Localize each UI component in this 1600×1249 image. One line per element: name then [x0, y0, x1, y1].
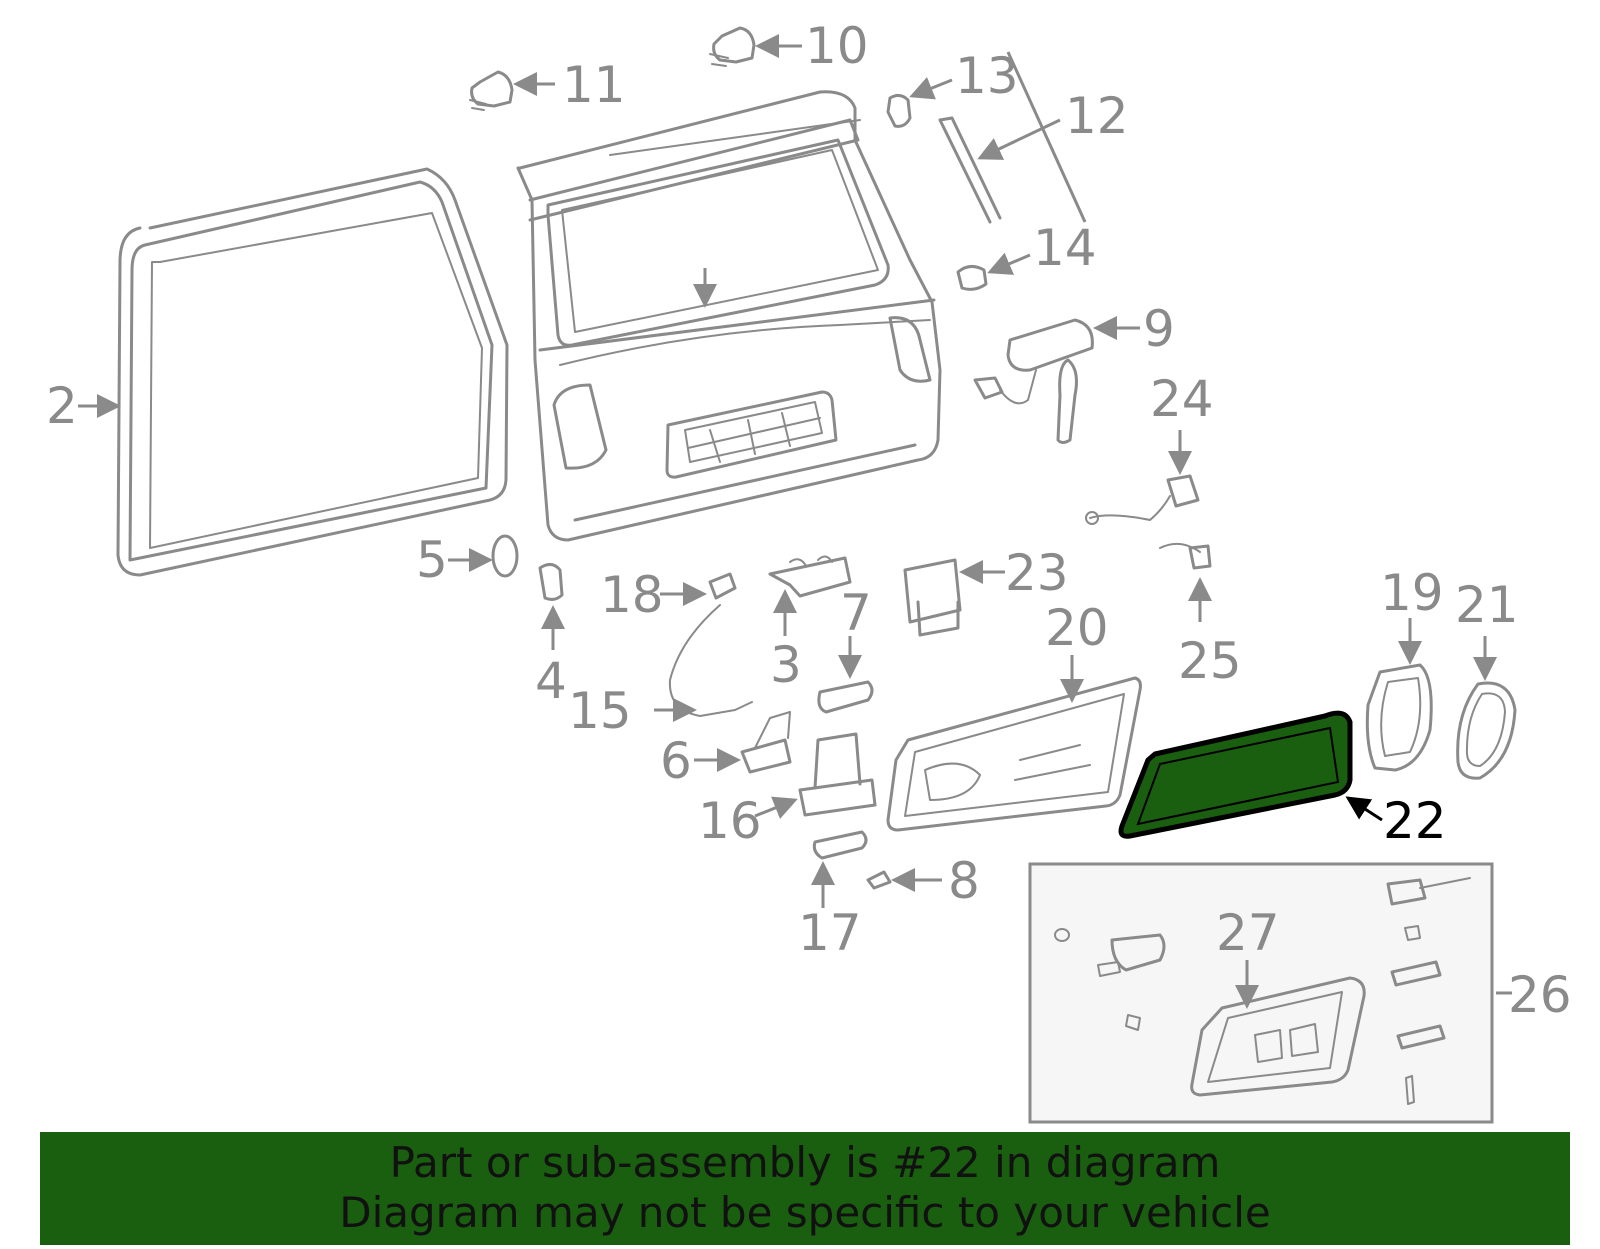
callout-15: 15: [568, 682, 632, 740]
part-9-lock-cylinder: [973, 316, 1140, 444]
part-4-stopper: [538, 563, 565, 650]
part-5-stopper: [448, 534, 519, 578]
banner-line-1: Part or sub-assembly is #22 in diagram: [389, 1138, 1221, 1187]
callout-5: 5: [416, 531, 448, 589]
part-8-screw: [866, 868, 942, 892]
part-10-hinge: [709, 26, 802, 67]
part-2-weatherstrip: [116, 167, 509, 577]
callout-24: 24: [1150, 370, 1214, 428]
callout-27: 27: [1216, 904, 1280, 962]
callout-26: 26: [1508, 966, 1572, 1024]
part-25-switch: [1159, 542, 1212, 622]
callout-2: 2: [46, 377, 78, 435]
callout-7: 7: [840, 584, 872, 642]
part-3-latch: [768, 555, 852, 636]
part-21-gasket: [1456, 636, 1517, 780]
callout-22: 22: [1383, 792, 1447, 850]
callout-20: 20: [1045, 599, 1109, 657]
part-14-bracket: [956, 252, 1031, 291]
callout-14: 14: [1033, 219, 1097, 277]
callout-9: 9: [1143, 300, 1175, 358]
callout-6: 6: [660, 732, 692, 790]
part-13-bracket: [886, 77, 953, 128]
part-20-garnish: [886, 655, 1142, 832]
part-24-switch: [1085, 430, 1200, 525]
part-16-lamp: [754, 732, 877, 819]
callout-18: 18: [600, 566, 664, 624]
callout-16: 16: [698, 792, 762, 850]
part-22-highlighted: [1118, 710, 1383, 839]
info-banner: Part or sub-assembly is #22 in diagram D…: [40, 1132, 1570, 1245]
part-12-support: [938, 51, 1087, 224]
callout-13: 13: [955, 47, 1019, 105]
part-15-cable: [654, 604, 753, 722]
part-6-lock: [694, 711, 792, 774]
part-23-actuator: [903, 558, 1005, 637]
back-door: [516, 90, 942, 542]
callout-19: 19: [1380, 564, 1444, 622]
part-17-lens: [811, 830, 868, 908]
part-19-gasket: [1365, 618, 1433, 772]
part-7-handle: [817, 636, 874, 714]
callout-3: 3: [770, 636, 802, 694]
part-11-hinge: [469, 70, 555, 111]
callout-11: 11: [562, 56, 626, 114]
callout-17: 17: [798, 904, 862, 962]
callout-23: 23: [1005, 544, 1069, 602]
callout-25: 25: [1178, 632, 1242, 690]
callout-10: 10: [805, 17, 869, 75]
inset-box: [1028, 862, 1512, 1124]
callout-12: 12: [1065, 87, 1129, 145]
callout-4: 4: [535, 652, 567, 710]
part-18-clip: [660, 572, 737, 606]
callout-21: 21: [1455, 576, 1519, 634]
banner-line-2: Diagram may not be specific to your vehi…: [339, 1188, 1271, 1237]
callout-8: 8: [948, 852, 980, 910]
